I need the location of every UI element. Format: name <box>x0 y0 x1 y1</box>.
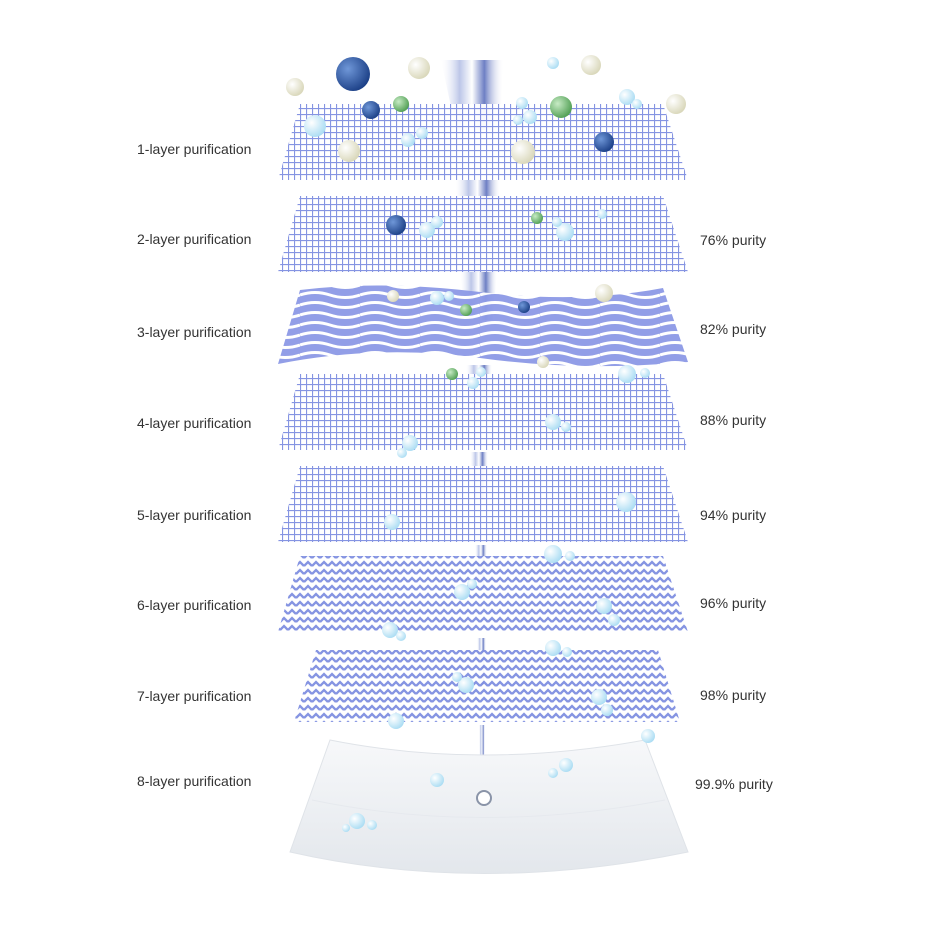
sheet-2 <box>278 196 688 272</box>
sheet-7 <box>294 650 680 722</box>
impurity-particles-green <box>393 96 572 380</box>
sheet-6 <box>278 556 688 632</box>
sheet-8-cotton-pad <box>289 739 689 874</box>
layer-2-label: 2-layer purification <box>137 231 252 247</box>
layer-7-purity: 98% purity <box>700 687 767 703</box>
sheet-5 <box>278 466 688 542</box>
impurity-particles-cream <box>286 55 686 368</box>
layer-5-label: 5-layer purification <box>137 507 252 523</box>
sheet-4 <box>278 374 688 450</box>
layer-4-purity: 88% purity <box>700 412 767 428</box>
sheet-1 <box>278 104 688 180</box>
layer-5-purity: 94% purity <box>700 507 767 523</box>
water-droplet <box>476 790 492 806</box>
sheet-3 <box>278 285 688 367</box>
layer-7-label: 7-layer purification <box>137 688 252 704</box>
layer-8-label: 8-layer purification <box>137 773 252 789</box>
layer-1-label: 1-layer purification <box>137 141 252 157</box>
layer-2-purity: 76% purity <box>700 232 767 248</box>
layer-6-label: 6-layer purification <box>137 597 252 613</box>
layer-6-purity: 96% purity <box>700 595 767 611</box>
layer-4-label: 4-layer purification <box>137 415 252 431</box>
layer-8-purity: 99.9% purity <box>695 776 773 792</box>
impurity-particles-dark <box>336 57 614 313</box>
filter-sheets <box>278 104 689 874</box>
layer-3-purity: 82% purity <box>700 321 767 337</box>
layer-3-label: 3-layer purification <box>137 324 252 340</box>
bubbles <box>304 57 655 832</box>
